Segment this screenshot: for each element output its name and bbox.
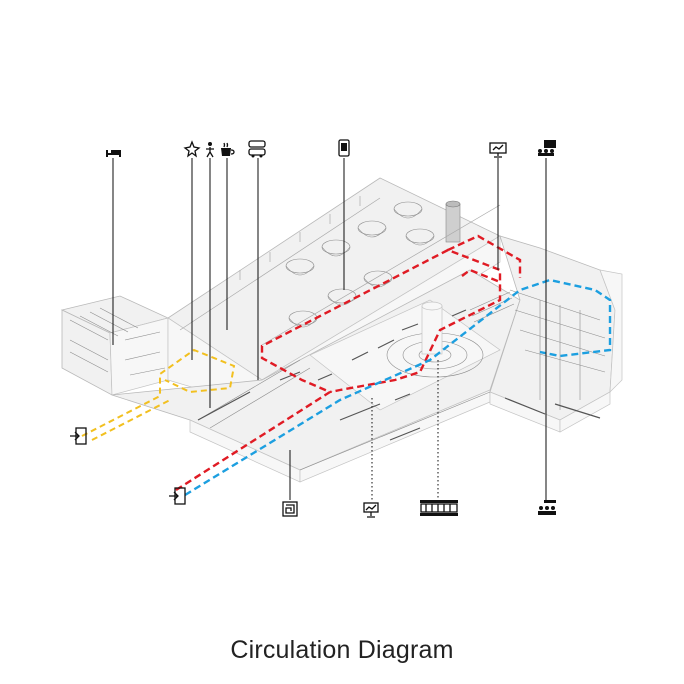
bench-icon [420,500,458,516]
blue-route [184,278,612,497]
audience-icon [538,500,556,515]
building-axonometric [60,177,623,483]
star-icon [183,140,201,158]
maze-icon [282,501,298,517]
mobile-icon [338,139,350,157]
entrance-icon [70,427,87,445]
entrance-icon [169,487,186,505]
circulation-routes [81,234,612,497]
presentation-icon [489,142,507,158]
diagram-title: Circulation Diagram [230,636,454,664]
red-route [175,248,502,492]
easel-icon [363,502,379,518]
leader-lines [112,158,547,500]
car-icon [248,140,266,158]
coffee-icon [221,142,235,156]
group-icon [538,140,556,156]
person-icon [206,142,214,158]
bed-icon [106,150,121,157]
yellow-route [81,348,236,441]
